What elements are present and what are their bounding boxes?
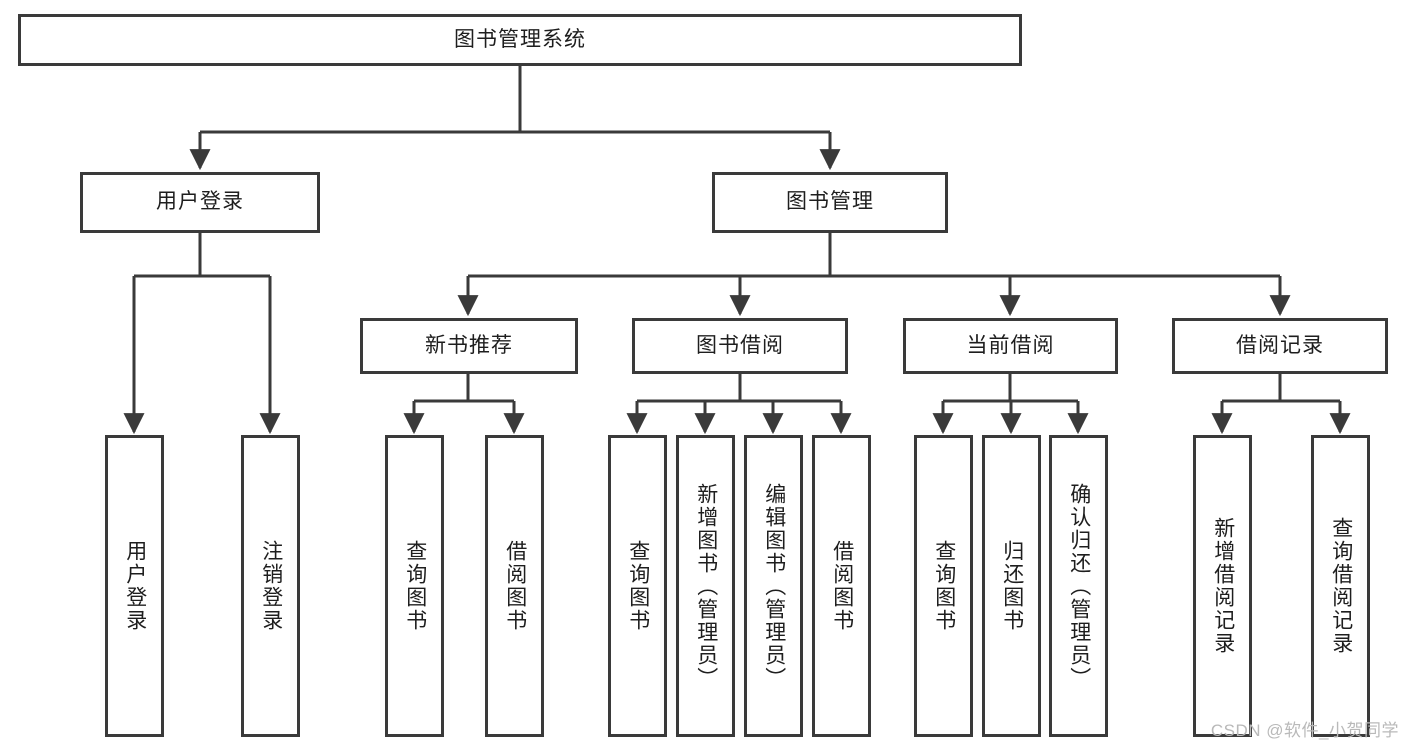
node-current-borrow-label: 当前借阅 xyxy=(966,333,1055,357)
node-root-label: 图书管理系统 xyxy=(454,27,586,51)
node-leaf-borrow-book-1[interactable]: 借阅图书 xyxy=(485,435,544,737)
node-book-management-label: 图书管理 xyxy=(786,190,874,214)
node-borrow-record[interactable]: 借阅记录 xyxy=(1172,318,1388,374)
node-root-system[interactable]: 图书管理系统 xyxy=(18,14,1022,66)
node-leaf-query-book-3-label: 查询图书 xyxy=(932,540,956,632)
node-leaf-logout-login-label: 注销登录 xyxy=(259,540,283,632)
node-leaf-return-book[interactable]: 归还图书 xyxy=(982,435,1041,737)
node-book-borrow[interactable]: 图书借阅 xyxy=(632,318,848,374)
node-leaf-query-book-1[interactable]: 查询图书 xyxy=(385,435,444,737)
node-leaf-query-book-2-label: 查询图书 xyxy=(626,540,650,632)
node-leaf-confirm-return-admin[interactable]: 确认归还（管理员） xyxy=(1049,435,1108,737)
node-book-borrow-label: 图书借阅 xyxy=(696,333,784,357)
node-leaf-query-borrow-record[interactable]: 查询借阅记录 xyxy=(1311,435,1370,737)
node-leaf-query-book-1-label: 查询图书 xyxy=(403,540,427,632)
node-user-login[interactable]: 用户登录 xyxy=(80,172,320,233)
node-new-book-recommend-label: 新书推荐 xyxy=(425,333,513,357)
node-new-book-recommend[interactable]: 新书推荐 xyxy=(360,318,578,374)
node-leaf-return-book-label: 归还图书 xyxy=(1000,540,1024,632)
node-leaf-add-borrow-record[interactable]: 新增借阅记录 xyxy=(1193,435,1252,737)
node-leaf-user-login-label: 用户登录 xyxy=(123,540,147,632)
node-leaf-confirm-return-admin-label: 确认归还（管理员） xyxy=(1067,482,1091,690)
node-borrow-record-label: 借阅记录 xyxy=(1236,333,1324,357)
node-user-login-label: 用户登录 xyxy=(156,190,244,214)
node-leaf-edit-book-admin[interactable]: 编辑图书（管理员） xyxy=(744,435,803,737)
node-leaf-edit-book-admin-label: 编辑图书（管理员） xyxy=(762,482,786,690)
node-book-management[interactable]: 图书管理 xyxy=(712,172,948,233)
node-leaf-query-borrow-record-label: 查询借阅记录 xyxy=(1329,517,1353,655)
node-leaf-query-book-2[interactable]: 查询图书 xyxy=(608,435,667,737)
node-leaf-add-borrow-record-label: 新增借阅记录 xyxy=(1211,517,1235,655)
node-leaf-borrow-book-1-label: 借阅图书 xyxy=(503,540,527,632)
node-leaf-logout-login[interactable]: 注销登录 xyxy=(241,435,300,737)
node-leaf-user-login[interactable]: 用户登录 xyxy=(105,435,164,737)
node-leaf-add-book-admin-label: 新增图书（管理员） xyxy=(694,482,718,690)
node-leaf-add-book-admin[interactable]: 新增图书（管理员） xyxy=(676,435,735,737)
node-current-borrow[interactable]: 当前借阅 xyxy=(903,318,1118,374)
csdn-watermark: CSDN @软件_小贺同学 xyxy=(1210,721,1399,740)
node-leaf-borrow-book-2[interactable]: 借阅图书 xyxy=(812,435,871,737)
node-leaf-borrow-book-2-label: 借阅图书 xyxy=(830,540,854,632)
node-leaf-query-book-3[interactable]: 查询图书 xyxy=(914,435,973,737)
